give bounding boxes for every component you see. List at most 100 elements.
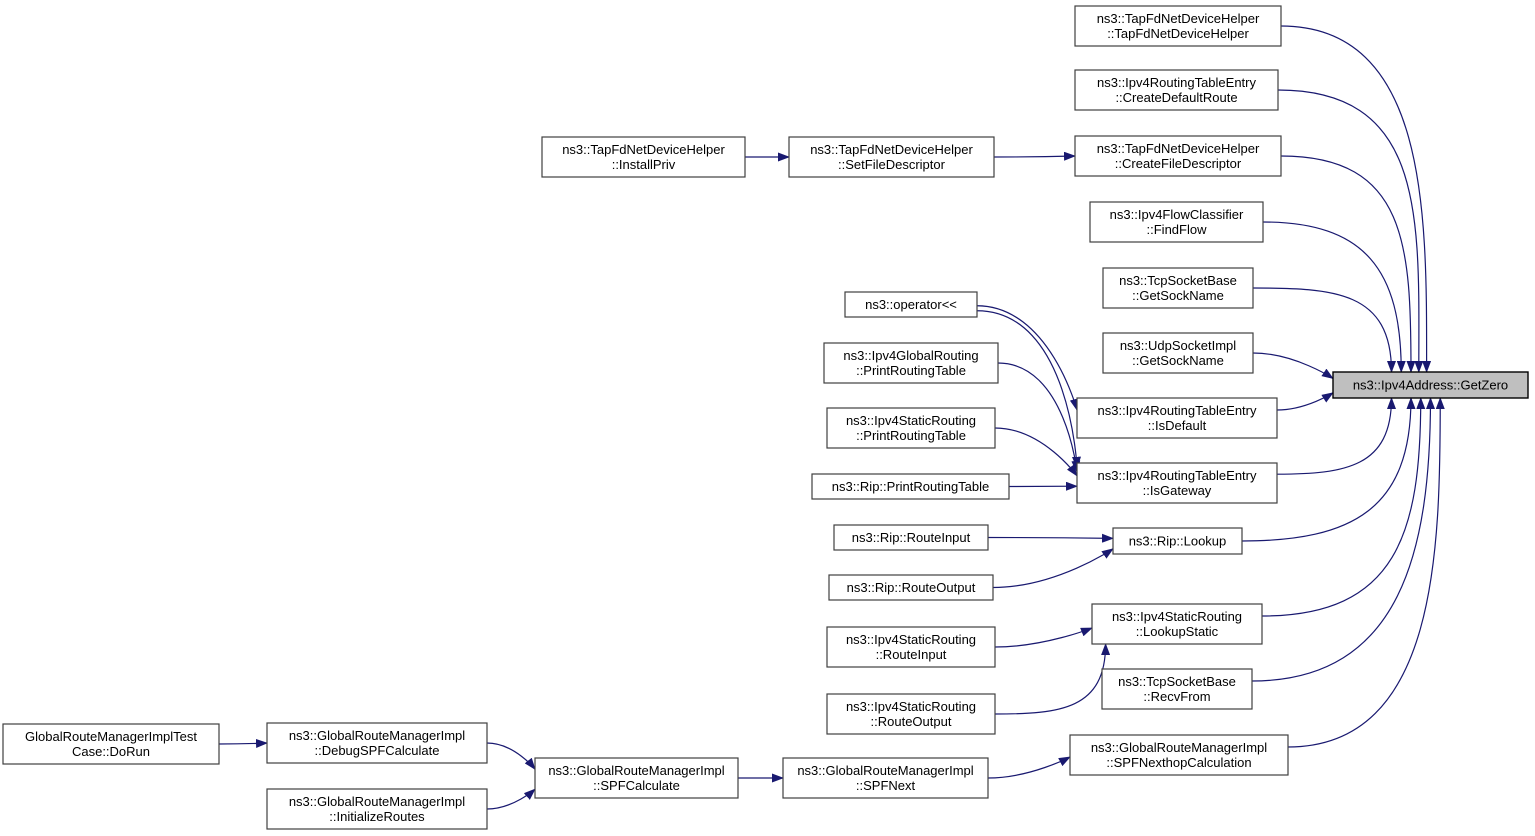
node-box[interactable] bbox=[811, 473, 1010, 500]
node-box[interactable] bbox=[1089, 201, 1264, 243]
node-rip-routeinput[interactable]: ns3::Rip::RouteInput bbox=[833, 524, 989, 551]
node-label: ::CreateDefaultRoute bbox=[1115, 90, 1237, 105]
node-is-gateway[interactable]: ns3::Ipv4RoutingTableEntry::IsGateway bbox=[1076, 462, 1278, 504]
node-rip-lookup[interactable]: ns3::Rip::Lookup bbox=[1112, 527, 1243, 555]
node-label: ns3::GlobalRouteManagerImpl bbox=[548, 763, 724, 778]
node-box[interactable] bbox=[1101, 668, 1253, 710]
node-lookup-static[interactable]: ns3::Ipv4StaticRouting::LookupStatic bbox=[1091, 603, 1263, 645]
node-box[interactable] bbox=[828, 574, 994, 601]
node-label: ::PrintRoutingTable bbox=[856, 428, 966, 443]
node-label: ns3::Rip::PrintRoutingTable bbox=[832, 479, 990, 494]
node-operator-stream[interactable]: ns3::operator<< bbox=[844, 291, 978, 318]
node-find-flow[interactable]: ns3::Ipv4FlowClassifier::FindFlow bbox=[1089, 201, 1264, 243]
node-box[interactable] bbox=[1112, 527, 1243, 555]
node-box[interactable] bbox=[1074, 69, 1279, 111]
node-create-file-descriptor[interactable]: ns3::TapFdNetDeviceHelper::CreateFileDes… bbox=[1074, 135, 1282, 177]
node-label: ::PrintRoutingTable bbox=[856, 363, 966, 378]
node-box[interactable] bbox=[1091, 603, 1263, 645]
node-box[interactable] bbox=[1069, 734, 1289, 776]
node-label: ::SPFNext bbox=[856, 778, 916, 793]
node-label: ns3::TcpSocketBase bbox=[1119, 273, 1237, 288]
node-box[interactable] bbox=[833, 524, 989, 551]
edge-operator-stream-to-is-default bbox=[976, 305, 1079, 411]
edge-layer bbox=[218, 25, 1445, 810]
node-tcp-getsockname[interactable]: ns3::TcpSocketBase::GetSockName bbox=[1102, 267, 1254, 309]
node-udp-getsockname[interactable]: ns3::UdpSocketImpl::GetSockName bbox=[1102, 332, 1254, 374]
node-box[interactable] bbox=[823, 342, 999, 384]
node-box[interactable] bbox=[782, 757, 989, 799]
node-rip-print[interactable]: ns3::Rip::PrintRoutingTable bbox=[811, 473, 1010, 500]
node-box[interactable] bbox=[541, 136, 746, 178]
node-label: ns3::TapFdNetDeviceHelper bbox=[1097, 11, 1260, 26]
node-debug-spf[interactable]: ns3::GlobalRouteManagerImpl::DebugSPFCal… bbox=[266, 722, 488, 764]
node-label: ns3::GlobalRouteManagerImpl bbox=[289, 794, 465, 809]
node-box[interactable] bbox=[1076, 397, 1278, 439]
edge-rip-routeoutput-to-rip-lookup bbox=[992, 548, 1114, 589]
node-box[interactable] bbox=[534, 757, 739, 799]
node-spf-calculate[interactable]: ns3::GlobalRouteManagerImpl::SPFCalculat… bbox=[534, 757, 739, 799]
node-box[interactable] bbox=[788, 136, 995, 178]
node-label: ns3::TcpSocketBase bbox=[1118, 674, 1236, 689]
node-box[interactable] bbox=[1074, 5, 1282, 47]
node-label: ns3::operator<< bbox=[865, 297, 957, 312]
node-label: ns3::GlobalRouteManagerImpl bbox=[289, 728, 465, 743]
node-label: ::RouteOutput bbox=[871, 714, 952, 729]
node-label: ::GetSockName bbox=[1132, 353, 1224, 368]
edge-debug-spf-to-spf-calculate bbox=[486, 742, 536, 770]
edge-static-print-to-is-gateway bbox=[994, 427, 1078, 477]
node-box[interactable] bbox=[1102, 267, 1254, 309]
node-label: ::DebugSPFCalculate bbox=[314, 743, 439, 758]
node-label: ::LookupStatic bbox=[1136, 624, 1219, 639]
node-box[interactable] bbox=[1074, 135, 1282, 177]
node-create-default-route[interactable]: ns3::Ipv4RoutingTableEntry::CreateDefaul… bbox=[1074, 69, 1279, 111]
node-label: ::SPFNexthopCalculation bbox=[1106, 755, 1251, 770]
node-tapfd-ctor[interactable]: ns3::TapFdNetDeviceHelper::TapFdNetDevic… bbox=[1074, 5, 1282, 47]
edge-is-gateway-to-getzero bbox=[1276, 397, 1396, 475]
node-static-routeoutput[interactable]: ns3::Ipv4StaticRouting::RouteOutput bbox=[826, 693, 996, 735]
edge-tcp-recvfrom-to-getzero bbox=[1251, 397, 1435, 682]
node-box[interactable] bbox=[1102, 332, 1254, 374]
edge-rip-lookup-to-getzero bbox=[1241, 397, 1416, 542]
node-box[interactable] bbox=[266, 722, 488, 764]
node-label: ::SetFileDescriptor bbox=[838, 157, 946, 172]
node-init-routes[interactable]: ns3::GlobalRouteManagerImpl::InitializeR… bbox=[266, 788, 488, 830]
node-install-priv[interactable]: ns3::TapFdNetDeviceHelper::InstallPriv bbox=[541, 136, 746, 178]
edge-static-routeoutput-to-lookup-static bbox=[994, 643, 1111, 715]
node-rip-routeoutput[interactable]: ns3::Rip::RouteOutput bbox=[828, 574, 994, 601]
node-label: ns3::Ipv4RoutingTableEntry bbox=[1097, 75, 1256, 90]
node-box[interactable] bbox=[266, 788, 488, 830]
node-label: ::FindFlow bbox=[1147, 222, 1208, 237]
node-label: ::CreateFileDescriptor bbox=[1115, 156, 1242, 171]
node-label: Case::DoRun bbox=[72, 744, 150, 759]
node-static-print[interactable]: ns3::Ipv4StaticRouting::PrintRoutingTabl… bbox=[826, 407, 996, 449]
node-static-routeinput[interactable]: ns3::Ipv4StaticRouting::RouteInput bbox=[826, 626, 996, 668]
node-global-print[interactable]: ns3::Ipv4GlobalRouting::PrintRoutingTabl… bbox=[823, 342, 999, 384]
node-spf-next[interactable]: ns3::GlobalRouteManagerImpl::SPFNext bbox=[782, 757, 989, 799]
edge-create-file-descriptor-to-getzero bbox=[1280, 155, 1416, 373]
node-label: ::SPFCalculate bbox=[593, 778, 680, 793]
node-spf-nexthop[interactable]: ns3::GlobalRouteManagerImpl::SPFNexthopC… bbox=[1069, 734, 1289, 776]
node-box[interactable] bbox=[2, 723, 220, 765]
node-label: ns3::Ipv4StaticRouting bbox=[846, 699, 976, 714]
node-box[interactable] bbox=[844, 291, 978, 318]
edge-init-routes-to-spf-calculate bbox=[486, 788, 536, 810]
node-is-default[interactable]: ns3::Ipv4RoutingTableEntry::IsDefault bbox=[1076, 397, 1278, 439]
node-set-file-descriptor[interactable]: ns3::TapFdNetDeviceHelper::SetFileDescri… bbox=[788, 136, 995, 178]
node-label: ns3::Ipv4StaticRouting bbox=[1112, 609, 1242, 624]
node-label: ns3::GlobalRouteManagerImpl bbox=[1091, 740, 1267, 755]
node-box[interactable] bbox=[826, 693, 996, 735]
node-label: ns3::TapFdNetDeviceHelper bbox=[810, 142, 973, 157]
node-box[interactable] bbox=[826, 626, 996, 668]
edge-create-default-route-to-getzero bbox=[1277, 89, 1424, 373]
node-label: ::IsDefault bbox=[1148, 418, 1207, 433]
node-label: ::RouteInput bbox=[876, 647, 947, 662]
node-label: ns3::Rip::RouteOutput bbox=[847, 580, 976, 595]
node-box[interactable] bbox=[1076, 462, 1278, 504]
node-tcp-recvfrom[interactable]: ns3::TcpSocketBase::RecvFrom bbox=[1101, 668, 1253, 710]
edge-is-default-to-getzero bbox=[1276, 392, 1334, 411]
node-label: ns3::Ipv4GlobalRouting bbox=[843, 348, 978, 363]
node-box[interactable] bbox=[826, 407, 996, 449]
node-label: ::TapFdNetDeviceHelper bbox=[1107, 26, 1249, 41]
